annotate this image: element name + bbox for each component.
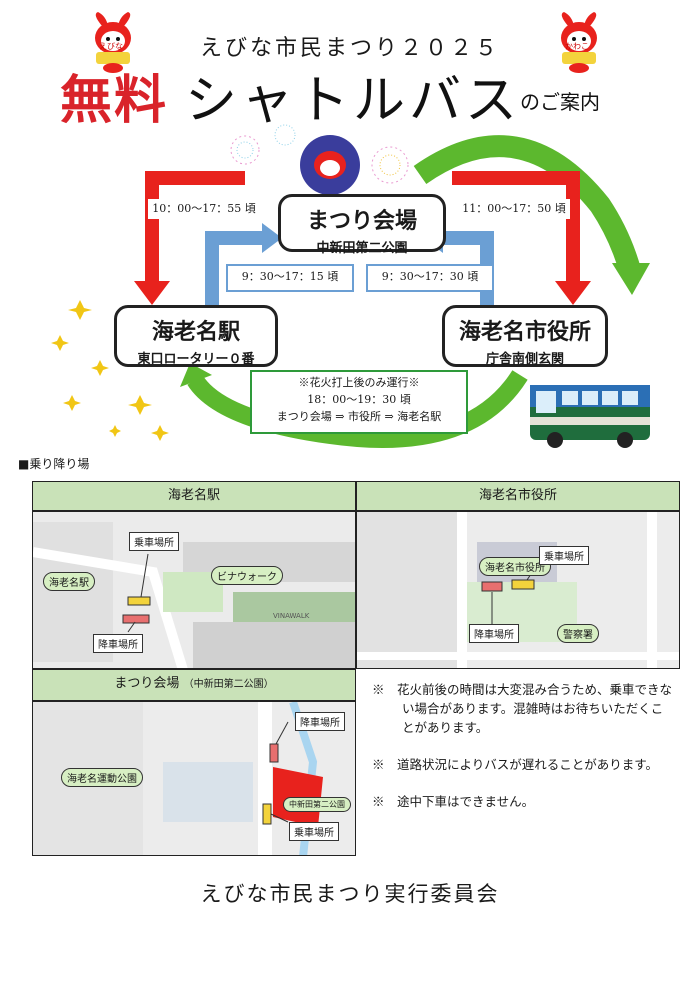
bus-icon bbox=[530, 385, 650, 448]
time-station-to-venue: 10：00〜17：55 頃 bbox=[148, 199, 260, 219]
fireworks-time: 18：00〜19：30 頃 bbox=[307, 393, 411, 406]
station-box: 海老名駅 東口ロータリー０番 bbox=[114, 305, 278, 367]
red-arrow-right-icon bbox=[452, 171, 591, 305]
map-station: VINAWALK 乗車場所 海老名駅 ビナウォーク 降車場所 bbox=[32, 511, 356, 669]
fireworks-icon bbox=[230, 124, 409, 184]
green-arrow-bottom-icon bbox=[187, 370, 528, 448]
mascot-left-icon bbox=[95, 12, 131, 73]
blue-arrow-left-icon bbox=[205, 223, 282, 305]
cityhall-sub: 庁舎南側玄関 bbox=[485, 352, 564, 367]
cityhall-board-label: 乗車場所 bbox=[539, 546, 589, 565]
station-name: 海老名駅 bbox=[151, 320, 240, 345]
title-guide: のご案内 bbox=[520, 90, 600, 114]
station-board-label: 乗車場所 bbox=[129, 532, 179, 551]
venue-name: まつり会場 bbox=[306, 209, 417, 234]
notes: ※ 花火前後の時間は大変混み合うため、乗車できない場合があります。混雑時はお待ち… bbox=[372, 680, 672, 829]
fireworks-title: ※花火打上後のみ運行※ bbox=[298, 376, 420, 389]
venue-board-label: 乗車場所 bbox=[289, 822, 339, 841]
hall-map-label: 海老名市役所 bbox=[479, 557, 551, 576]
mascot-right-icon bbox=[561, 12, 597, 73]
station-alight-label: 降車場所 bbox=[93, 634, 143, 653]
map-cityhall: 海老名市役所 乗車場所 降車場所 警察署 bbox=[356, 511, 680, 669]
title-free: 無料 bbox=[60, 70, 169, 131]
venue-sub: 中新田第二公園 bbox=[316, 241, 408, 256]
venue-alight-label: 降車場所 bbox=[295, 712, 345, 731]
panel-venue-title-note: （中新田第二公園） bbox=[183, 679, 274, 690]
panel-cityhall-title: 海老名市役所 bbox=[356, 481, 680, 511]
mall-map-label: ビナウォーク bbox=[211, 566, 283, 585]
note-delay: ※ 道路状況によりバスが遅れることがあります。 bbox=[372, 757, 659, 772]
mascot-right-badge: かわこ bbox=[565, 42, 589, 51]
note-no-stopover: ※ 途中下車はできません。 bbox=[372, 794, 535, 809]
time-cityhall-blue: 9：30〜17：30 頃 bbox=[366, 264, 494, 292]
panel-station-title: 海老名駅 bbox=[32, 481, 356, 511]
station-sub: 東口ロータリー０番 bbox=[137, 352, 255, 367]
event-subtitle: えびな市民まつり２０２５ bbox=[199, 36, 500, 61]
police-map-label: 警察署 bbox=[557, 624, 599, 643]
map-venue: 海老名運動公園 降車場所 中新田第二公園 乗車場所 bbox=[32, 701, 356, 856]
fireworks-path: まつり会場 ⇒ 市役所 ⇒ 海老名駅 bbox=[276, 410, 442, 423]
panel-venue-title-main: まつり会場 bbox=[114, 676, 180, 691]
title-shuttle-bus: シャトルバス bbox=[185, 71, 522, 131]
mascot-left-badge: えびな bbox=[99, 42, 123, 51]
cityhall-name: 海老名市役所 bbox=[458, 320, 591, 345]
cityhall-box: 海老名市役所 庁舎南側玄関 bbox=[442, 305, 608, 367]
time-venue-to-cityhall: 11：00〜17：50 頃 bbox=[458, 199, 570, 219]
venue-map-label: 中新田第二公園 bbox=[283, 797, 351, 812]
page-title: 無料 シャトルバス のご案内 bbox=[60, 58, 660, 131]
section-label: ■乗り降り場 bbox=[18, 457, 90, 471]
sparkle-icon bbox=[51, 300, 169, 441]
station-map-label: 海老名駅 bbox=[43, 572, 95, 591]
route-diagram bbox=[51, 124, 650, 448]
cityhall-alight-label: 降車場所 bbox=[469, 624, 519, 643]
footer-organizer: えびな市民まつり実行委員会 bbox=[200, 882, 500, 906]
red-arrow-left-icon bbox=[134, 171, 245, 305]
park-map-label: 海老名運動公園 bbox=[61, 768, 143, 787]
venue-box: まつり会場 中新田第二公園 bbox=[278, 194, 446, 256]
map-text-vinawalk: VINAWALK bbox=[273, 612, 310, 620]
time-station-blue: 9：30〜17：15 頃 bbox=[226, 264, 354, 292]
note-congestion: ※ 花火前後の時間は大変混み合うため、乗車できない場合があります。混雑時はお待ち… bbox=[372, 682, 673, 735]
panel-venue-title: まつり会場 （中新田第二公園） bbox=[32, 669, 356, 701]
fireworks-note: ※花火打上後のみ運行※ 18：00〜19：30 頃 まつり会場 ⇒ 市役所 ⇒ … bbox=[250, 370, 468, 434]
